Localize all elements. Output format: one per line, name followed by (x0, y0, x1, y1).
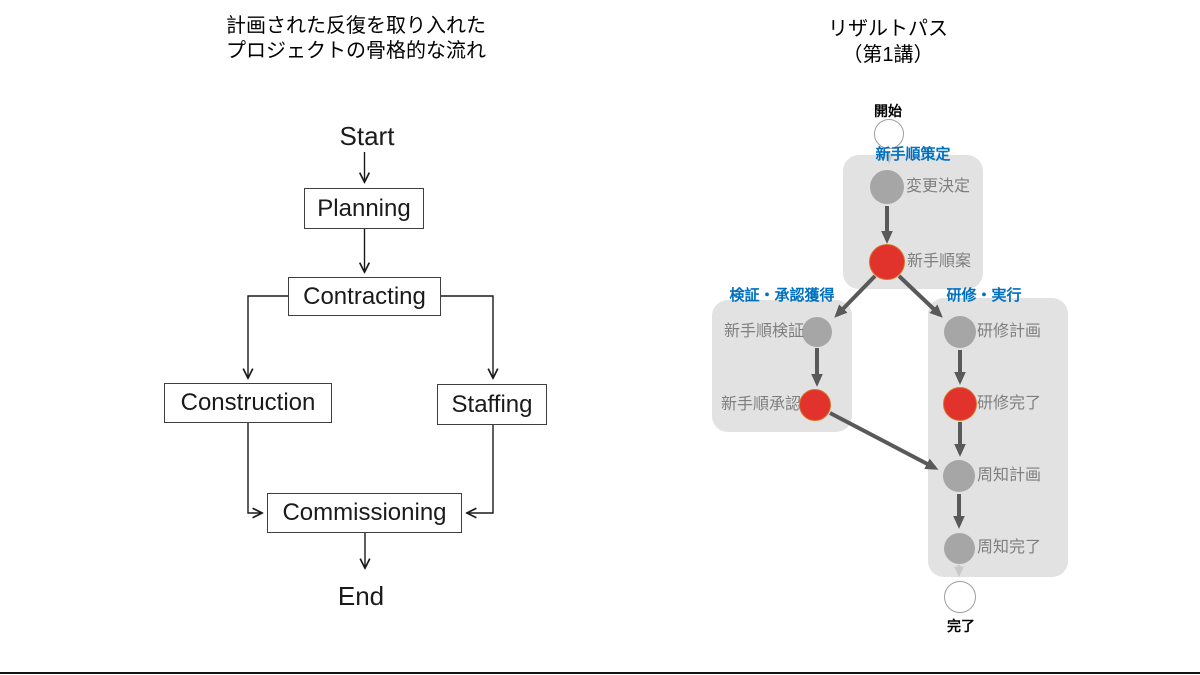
flow-box-contracting: Contracting (288, 277, 441, 316)
node-label-change-decision: 変更決定 (906, 178, 971, 195)
end-label: 完了 (947, 618, 975, 634)
node-announcement-plan (943, 460, 975, 492)
node-training-complete (943, 387, 977, 421)
flow-box-commissioning: Commissioning (267, 493, 462, 533)
node-announcement-complete (944, 533, 975, 564)
left-title-line2: プロジェクトの骨格的な流れ (226, 40, 486, 62)
node-label-training-complete: 研修完了 (977, 395, 1042, 412)
group-box-new-procedure (843, 155, 983, 289)
node-label-new-procedure-draft: 新手順案 (907, 253, 972, 270)
node-label-procedure-verification: 新手順検証 (723, 323, 804, 340)
node-label-announcement-plan: 周知計画 (977, 467, 1042, 484)
flow-box-construction: Construction (164, 383, 332, 423)
start-terminal: Start (339, 121, 395, 151)
flow-box-planning: Planning (304, 188, 424, 229)
bottom-divider (0, 672, 1200, 674)
start-label: 開始 (874, 103, 902, 119)
node-procedure-approval (799, 389, 831, 421)
node-label-announcement-complete: 周知完了 (977, 539, 1042, 556)
node-procedure-verification (802, 317, 832, 347)
node-label-training-plan: 研修計画 (977, 323, 1042, 340)
group-label-new-procedure: 新手順策定 (875, 146, 951, 163)
end-terminal: End (337, 581, 385, 611)
flow-box-staffing: Staffing (437, 384, 547, 425)
node-label-procedure-approval: 新手順承認 (720, 396, 801, 413)
right-title-line1: リザルトパス (828, 18, 948, 40)
node-change-decision (870, 170, 904, 204)
start-circle (874, 119, 904, 149)
left-title-line1: 計画された反復を取り入れた (226, 15, 486, 37)
group-label-training: 研修・実行 (946, 287, 1022, 304)
left-diagram-title: 計画された反復を取り入れた プロジェクトの骨格的な流れ (156, 14, 556, 64)
right-title-line2: （第1講） (842, 44, 934, 66)
node-training-plan (944, 316, 976, 348)
end-circle (944, 581, 976, 613)
group-label-verification: 検証・承認獲得 (729, 287, 835, 304)
node-new-procedure-draft (869, 244, 905, 280)
right-diagram-title: リザルトパス （第1講） (738, 16, 1038, 68)
